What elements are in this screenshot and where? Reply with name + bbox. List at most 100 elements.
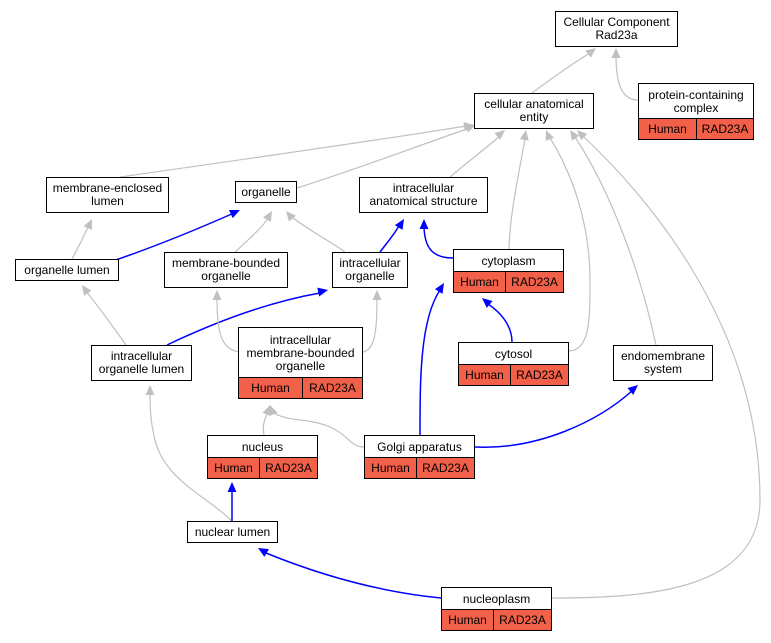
edge-endo-to-cae bbox=[570, 130, 657, 346]
edge-np-to-cae bbox=[551, 130, 761, 599]
node-label: organelle bbox=[241, 184, 291, 199]
edge-imbo-to-mbo bbox=[212, 290, 241, 353]
edge-nl-to-iol bbox=[145, 385, 233, 522]
edge-arrowhead bbox=[269, 405, 278, 416]
edge-golgi-to-imbo bbox=[269, 405, 365, 448]
node-label: nucleus bbox=[241, 440, 284, 454]
edge-iol-to-io bbox=[166, 287, 328, 346]
edge-line bbox=[291, 216, 346, 253]
edge-line bbox=[615, 54, 639, 101]
edge-pcc-to-root bbox=[611, 48, 639, 101]
edge-golgi-to-cyto bbox=[419, 283, 444, 436]
node-label: Cellular Component Rad23a bbox=[563, 15, 670, 42]
node-label: protein-containing complex bbox=[648, 88, 744, 115]
annotation-row: Human RAD23A bbox=[454, 271, 563, 292]
edge-line bbox=[234, 217, 269, 253]
node-mel[interactable]: membrane-enclosed lumen bbox=[46, 177, 169, 213]
edge-line bbox=[549, 137, 591, 352]
edge-io-to-org bbox=[286, 211, 346, 253]
edge-arrowhead bbox=[229, 209, 240, 219]
edge-arrowhead bbox=[545, 130, 554, 141]
annotation-row: Human RAD23A bbox=[239, 377, 362, 398]
node-io[interactable]: intracellular organelle bbox=[332, 252, 408, 288]
edge-arrowhead bbox=[585, 48, 596, 58]
edge-line bbox=[379, 225, 400, 253]
edge-line bbox=[449, 135, 501, 178]
edge-line bbox=[551, 135, 761, 599]
gene-cell: RAD23A bbox=[265, 460, 312, 475]
edge-line bbox=[109, 212, 235, 263]
edge-arrowhead bbox=[83, 219, 92, 230]
edge-line bbox=[362, 297, 378, 353]
edge-line bbox=[531, 52, 591, 94]
edge-arrowhead bbox=[394, 219, 404, 230]
edge-line bbox=[216, 297, 241, 353]
node-ias[interactable]: intracellular anatomical structure bbox=[359, 177, 488, 213]
edge-line bbox=[85, 290, 127, 346]
node-orglum[interactable]: organelle lumen bbox=[15, 259, 119, 281]
node-mbo[interactable]: membrane-bounded organelle bbox=[164, 252, 288, 288]
edge-arrowhead bbox=[570, 130, 580, 141]
edge-line bbox=[271, 411, 365, 448]
edge-arrowhead bbox=[482, 298, 493, 308]
species-cell: Human bbox=[459, 365, 511, 385]
edge-arrowhead bbox=[227, 482, 237, 492]
edge-line bbox=[296, 127, 471, 189]
edge-line bbox=[265, 552, 442, 599]
edge-arrowhead bbox=[494, 130, 505, 140]
edge-orglum-to-mel bbox=[71, 219, 92, 260]
edge-arrowhead bbox=[419, 219, 429, 229]
gene-cell: RAD23A bbox=[511, 274, 558, 289]
gene-cell: RAD23A bbox=[701, 121, 749, 136]
edge-arrowhead bbox=[286, 211, 296, 222]
edge-org-to-cae bbox=[296, 123, 476, 189]
node-imbo[interactable]: intracellular membrane-bounded organelle… bbox=[238, 327, 363, 399]
node-label: nuclear lumen bbox=[194, 524, 271, 539]
edge-arrowhead bbox=[263, 211, 272, 222]
node-iol[interactable]: intracellular organelle lumen bbox=[91, 345, 192, 381]
gene-cell: RAD23A bbox=[516, 367, 563, 382]
edge-line bbox=[419, 289, 441, 436]
node-label: cytoplasm bbox=[481, 254, 536, 268]
edge-imbo-to-io bbox=[362, 290, 382, 353]
species-cell: Human bbox=[454, 272, 506, 292]
node-label: endomembrane system bbox=[620, 349, 706, 376]
edge-cyto-to-ias bbox=[419, 219, 454, 259]
edge-iol-to-orglum bbox=[82, 285, 127, 346]
edge-arrowhead bbox=[577, 130, 588, 141]
node-root[interactable]: Cellular Component Rad23a bbox=[555, 11, 678, 47]
gene-cell: RAD23A bbox=[309, 380, 356, 395]
node-label: intracellular organelle lumen bbox=[98, 349, 185, 376]
node-nl[interactable]: nuclear lumen bbox=[187, 521, 278, 543]
node-cae[interactable]: cellular anatomical entity bbox=[474, 93, 594, 129]
edge-arrowhead bbox=[212, 290, 222, 300]
edge-line bbox=[487, 303, 513, 343]
edge-line bbox=[149, 392, 233, 522]
annotation-row: Human RAD23A bbox=[459, 364, 568, 385]
gene-cell: RAD23A bbox=[499, 612, 546, 627]
edge-ias-to-cae bbox=[449, 130, 505, 178]
node-label: intracellular anatomical structure bbox=[369, 181, 478, 208]
node-label: membrane-bounded organelle bbox=[171, 256, 281, 283]
edge-line bbox=[474, 389, 634, 448]
edge-arrowhead bbox=[262, 405, 271, 416]
node-org[interactable]: organelle bbox=[235, 181, 297, 203]
edge-line bbox=[508, 137, 526, 250]
edge-arrowhead bbox=[258, 548, 269, 557]
node-endo[interactable]: endomembrane system bbox=[613, 345, 713, 381]
node-label: nucleoplasm bbox=[462, 592, 531, 606]
edge-line bbox=[574, 136, 657, 346]
species-cell: Human bbox=[239, 378, 303, 398]
edge-arrowhead bbox=[434, 283, 444, 294]
